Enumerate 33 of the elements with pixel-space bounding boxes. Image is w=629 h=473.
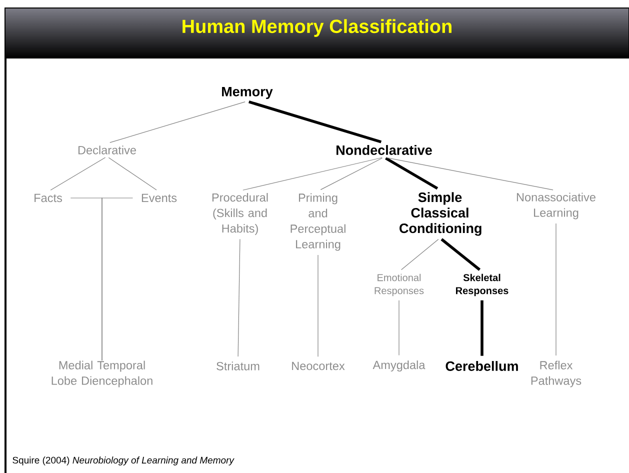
node-label: Simple Classical Conditioning	[400, 192, 482, 236]
node-label: Medial Temporal Lobe Diencephalon	[52, 360, 152, 388]
connector-line	[385, 156, 438, 190]
connector-line	[50, 157, 106, 190]
node-label: Priming and Perceptual Learning	[290, 193, 346, 251]
node-label: Skeletal Responses	[456, 274, 508, 296]
title-banner: Human Memory Classification	[4, 8, 629, 58]
node-label: Declarative	[78, 146, 136, 154]
connector-line	[242, 157, 382, 190]
connector-line	[480, 300, 484, 356]
connector-line	[238, 238, 240, 357]
node-label: Facts	[34, 194, 62, 202]
connector-line	[440, 238, 481, 271]
node-label: Neocortex	[292, 362, 345, 370]
node-label: Amygdala	[372, 360, 426, 372]
node-label: Procedural (Skills and Habits)	[212, 193, 268, 235]
node-label: Striatum	[216, 362, 260, 370]
source-note: Squire (2004) Neurobiology of Learning and Memory	[12, 456, 234, 466]
connector-line	[248, 100, 382, 144]
connector-line	[398, 300, 400, 356]
node-label: Events	[142, 194, 177, 202]
node-label: Nondeclarative	[336, 145, 432, 155]
node-label: Nonassociative Learning	[516, 192, 596, 220]
connector-line	[102, 198, 134, 361]
node-label: Emotional Responses	[374, 274, 424, 296]
connector-line	[108, 157, 157, 190]
node-label: Memory	[222, 86, 273, 100]
connector-line	[110, 102, 246, 143]
node-label: Cerebellum	[446, 361, 518, 371]
node-label: Reflex Pathways	[531, 360, 582, 388]
connector-line	[386, 157, 554, 190]
connector-line	[320, 158, 383, 190]
connector-line	[401, 238, 439, 270]
